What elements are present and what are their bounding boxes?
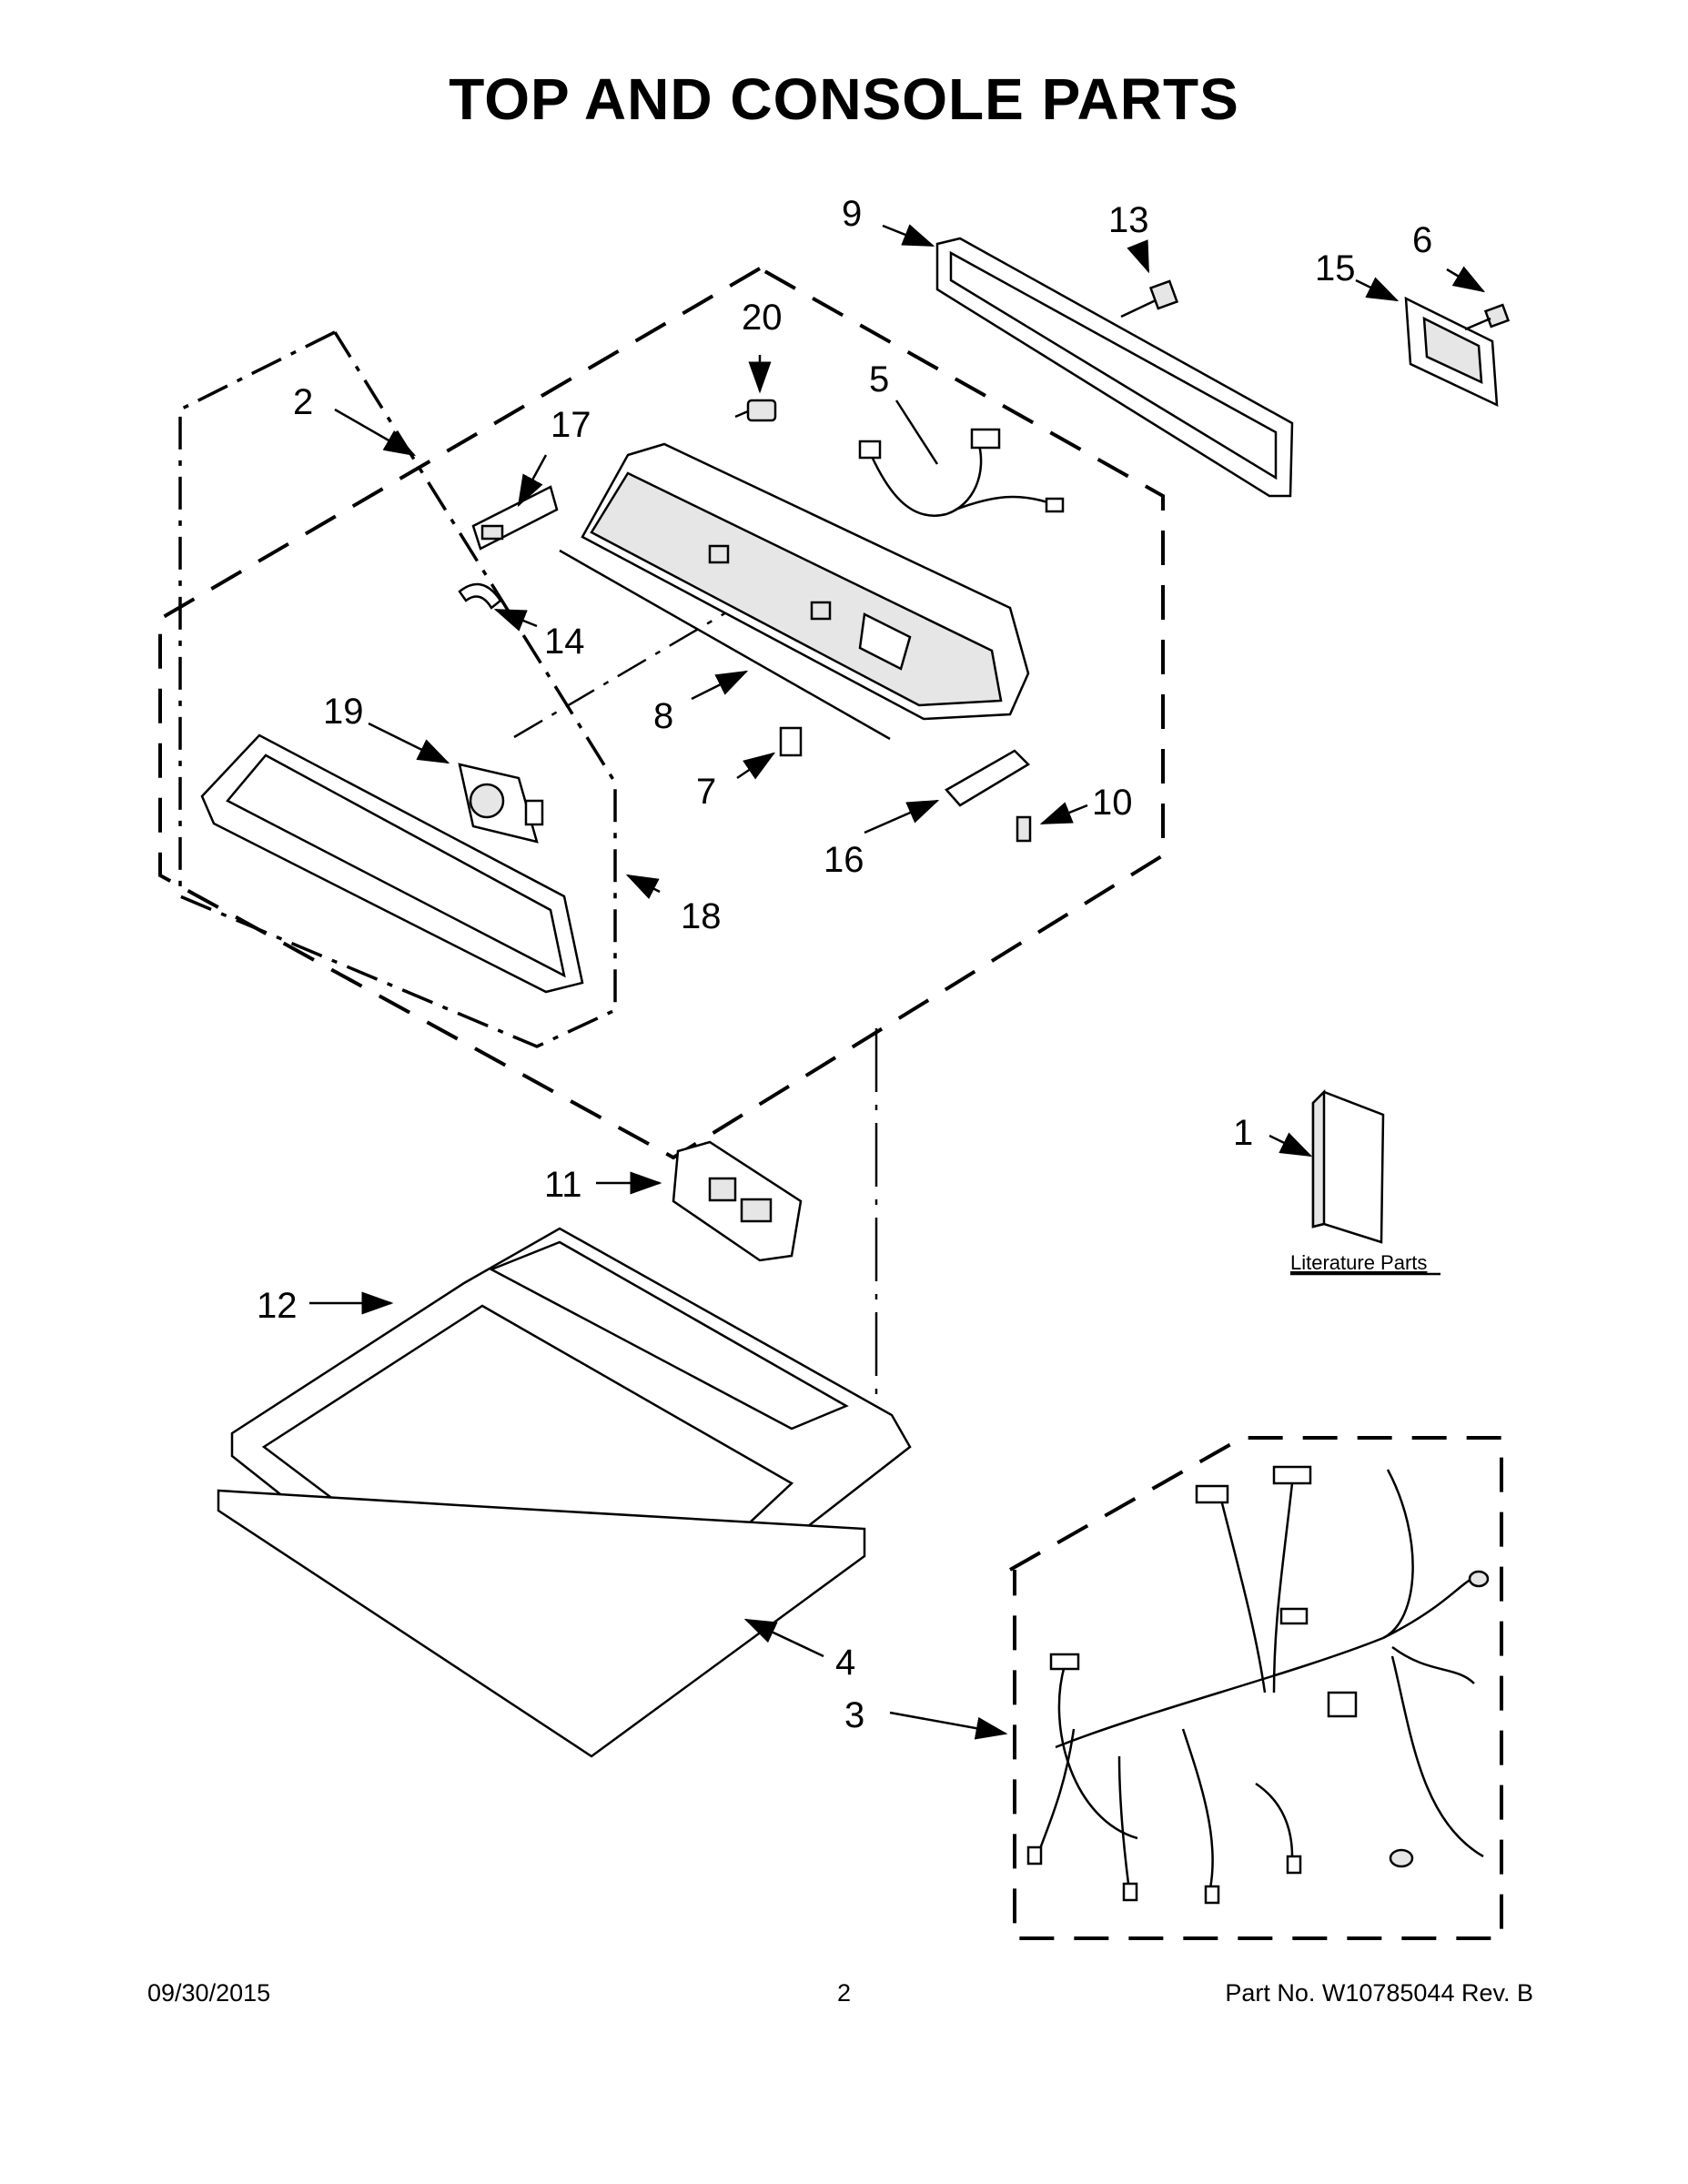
callout-3: 3	[844, 1695, 864, 1735]
callout-18: 18	[681, 896, 722, 936]
part-14-clip[interactable]	[458, 582, 502, 610]
part-1-literature[interactable]	[1311, 1088, 1385, 1244]
callout-8: 8	[653, 696, 673, 736]
callout-2: 2	[293, 382, 313, 422]
part-9-console-rail[interactable]	[935, 237, 1294, 498]
callout-11: 11	[544, 1165, 582, 1205]
part-19-control-module[interactable]	[458, 763, 544, 844]
part-10-screw[interactable]	[1016, 815, 1032, 843]
callout-9: 9	[842, 194, 862, 234]
leader-14	[493, 608, 538, 632]
leader-2	[334, 408, 417, 457]
part-8-strip[interactable]	[559, 549, 891, 741]
part-16-bracket[interactable]	[945, 749, 1031, 807]
part-11-control-board[interactable]	[672, 1140, 803, 1262]
leader-19	[368, 722, 450, 764]
part-17-switch[interactable]	[471, 485, 559, 551]
callout-19: 19	[323, 692, 364, 732]
part-15-bracket[interactable]	[1404, 296, 1499, 408]
literature-parts-label: Literature Parts	[1290, 1251, 1427, 1274]
leader-16	[864, 799, 940, 834]
console-assembly-boundary	[158, 267, 1165, 1160]
console-housing[interactable]	[581, 442, 1030, 721]
leader-9	[882, 224, 935, 248]
callout-12: 12	[257, 1286, 298, 1326]
harness-boundary	[1009, 1436, 1503, 1940]
leader-10	[1039, 802, 1088, 825]
callout-1: 1	[1233, 1113, 1253, 1153]
panel-to-console-line	[513, 567, 802, 739]
leader-17	[517, 454, 548, 508]
page-title: TOP AND CONSOLE PARTS	[449, 66, 1239, 132]
console-panel-boundary	[178, 330, 617, 1048]
part-6-screw[interactable]	[1464, 303, 1511, 331]
part-7-clip[interactable]	[779, 726, 803, 757]
leader-6	[1446, 266, 1486, 293]
part-20-screw[interactable]	[734, 399, 777, 422]
footer-part-number: Part No. W10785044 Rev. B	[1225, 1979, 1533, 2007]
callout-6: 6	[1412, 220, 1432, 260]
leader-5	[895, 399, 939, 465]
part-18-console-panel[interactable]	[200, 733, 584, 994]
callout-7: 7	[696, 772, 716, 812]
leader-4	[743, 1618, 824, 1658]
part-5-wire-harness[interactable]	[858, 428, 1065, 517]
callout-4: 4	[835, 1643, 855, 1683]
callout-13: 13	[1108, 200, 1149, 240]
leader-13	[1127, 239, 1150, 274]
callout-17: 17	[551, 405, 591, 445]
leader-3	[889, 1711, 1008, 1740]
leader-15	[1355, 277, 1400, 302]
callout-5: 5	[869, 359, 889, 399]
leader-18	[625, 874, 661, 899]
footer-date: 09/30/2015	[147, 1979, 271, 2007]
leader-7	[736, 752, 776, 780]
leader-1	[1269, 1132, 1313, 1158]
part-4-pad[interactable]	[217, 1489, 866, 1758]
part-13-screw[interactable]	[1120, 279, 1179, 318]
callout-14: 14	[544, 622, 585, 662]
footer-page-number: 2	[836, 1979, 852, 2007]
callout-20: 20	[742, 298, 783, 338]
callout-15: 15	[1315, 248, 1356, 288]
callout-16: 16	[824, 840, 864, 880]
part-3-main-wire-harness[interactable]	[1026, 1465, 1490, 1905]
leader-8	[691, 670, 749, 701]
callout-10: 10	[1092, 783, 1133, 823]
